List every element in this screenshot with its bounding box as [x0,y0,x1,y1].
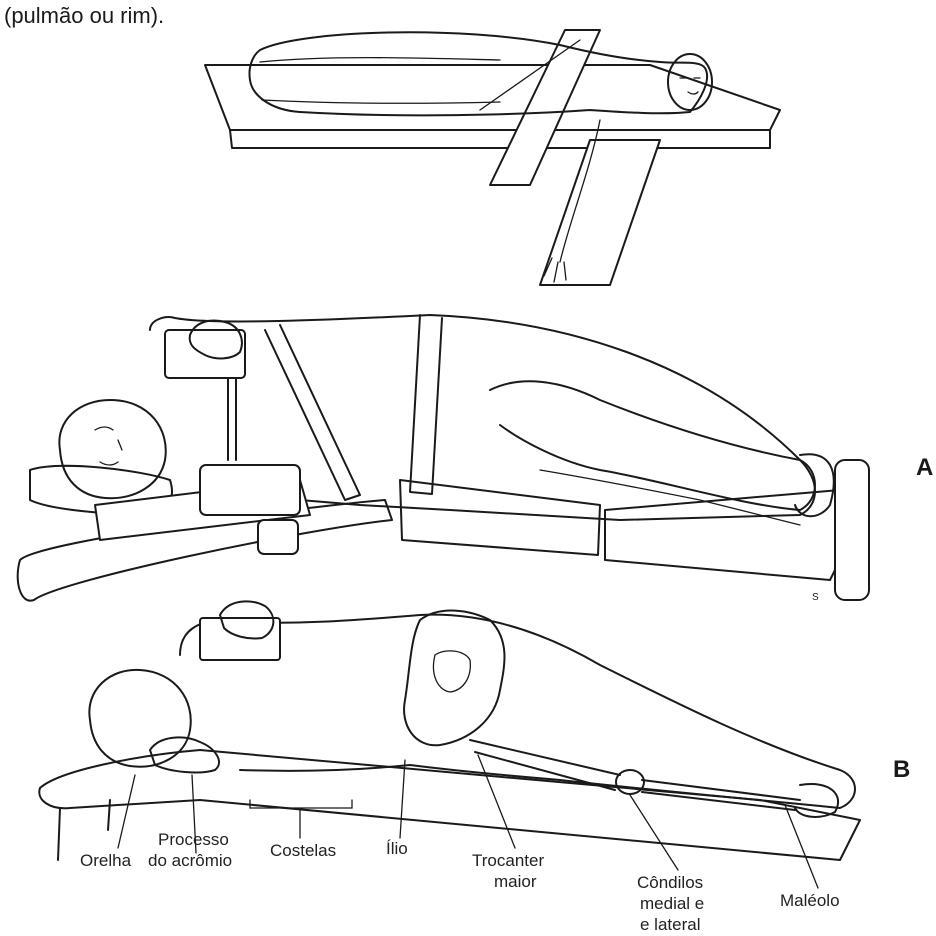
label-processo-line2: do acrômio [148,850,232,871]
arm-positioner [200,465,300,515]
label-processo-line1: Processo [158,829,229,850]
lateral-patient-drawing-b [39,601,860,860]
support-block-b [200,618,280,660]
strap-hip [410,315,442,494]
label-ilio: Ílio [386,838,408,859]
lateral-patient-drawing-a [18,315,869,601]
pelvis-outline [404,611,504,746]
panel-label-b: B [893,756,910,784]
label-trocanter-line1: Trocanter [472,850,544,871]
label-orelha: Orelha [80,850,131,871]
supine-patient-drawing [205,30,780,285]
artist-mark: S [812,592,819,603]
label-trocanter-line2: maior [494,871,537,892]
lateral-face [95,427,122,465]
panel-label-a: A [916,454,933,482]
operating-table-top [205,65,780,130]
operating-table-edge [230,130,770,148]
label-condilos-line2: medial e [640,893,704,914]
clamp-block [258,520,298,554]
label-costelas: Costelas [270,840,336,861]
label-maleolo: Maléolo [780,890,840,911]
foot-rest-bar [835,460,869,600]
sacrum-detail [433,651,470,692]
label-condilos-line1: Côndilos [637,872,703,893]
lateral-head [59,400,165,498]
label-condilos-line3: e lateral [640,914,700,935]
